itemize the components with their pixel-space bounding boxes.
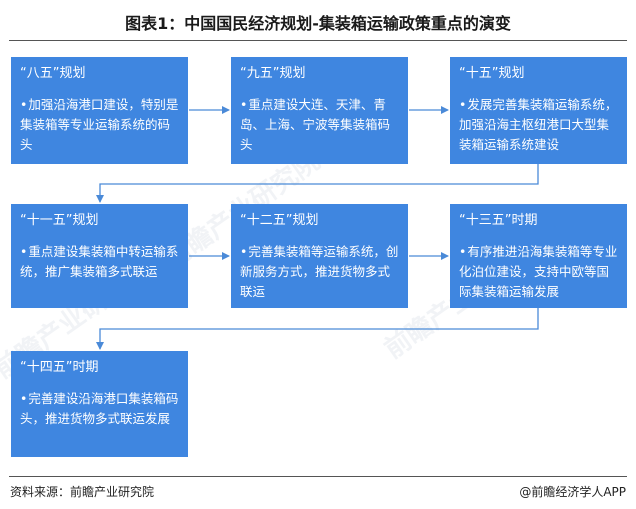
plan-description: 重点建设集装箱中转运输系统，推广集装箱多式联运 xyxy=(20,242,179,282)
plan-box-8th: “八五”规划 加强沿海港口建设，特别是集装箱等专业运输系统的码头 xyxy=(11,57,188,164)
plan-description: 完善建设沿海港口集装箱码头，推进货物多式联运发展 xyxy=(20,389,179,429)
plan-description: 发展完善集装箱运输系统，加强沿海主枢纽港口大型集装箱运输系统建设 xyxy=(459,95,618,155)
plan-period: “十二五”规划 xyxy=(240,213,319,228)
plan-description: 有序推进沿海集装箱等专业化泊位建设，支持中欧等国际集装箱运输发展 xyxy=(459,242,618,302)
plan-description: 重点建设大连、天津、青岛、上海、宁波等集装箱码头 xyxy=(240,95,399,155)
plan-description: 加强沿海港口建设，特别是集装箱等专业运输系统的码头 xyxy=(20,95,179,155)
top-rule xyxy=(9,40,627,41)
plan-description: 完善集装箱等运输系统，创新服务方式，推进货物多式联运 xyxy=(240,242,399,302)
bottom-rule xyxy=(9,476,627,477)
plan-box-10th: “十五”规划 发展完善集装箱运输系统，加强沿海主枢纽港口大型集装箱运输系统建设 xyxy=(450,57,627,164)
arrow-3-4 xyxy=(96,164,539,203)
plan-period: “九五”规划 xyxy=(240,66,306,81)
plan-period: “十三五”时期 xyxy=(459,213,538,228)
plan-period: “八五”规划 xyxy=(20,66,86,81)
plan-box-13th: “十三五”时期 有序推进沿海集装箱等专业化泊位建设，支持中欧等国际集装箱运输发展 xyxy=(450,204,627,308)
plan-box-9th: “九五”规划 重点建设大连、天津、青岛、上海、宁波等集装箱码头 xyxy=(231,57,408,164)
plan-box-11th: “十一五”规划 重点建设集装箱中转运输系统，推广集装箱多式联运 xyxy=(11,204,188,308)
plan-box-14th: “十四五”时期 完善建设沿海港口集装箱码头，推进货物多式联运发展 xyxy=(11,351,188,457)
source-note: 资料来源：前瞻产业研究院 xyxy=(10,485,155,499)
chart-title: 图表1：中国国民经济规划-集装箱运输政策重点的演变 xyxy=(125,14,511,33)
brand-credit: @前瞻经济学人APP xyxy=(519,485,626,499)
plan-box-12th: “十二五”规划 完善集装箱等运输系统，创新服务方式，推进货物多式联运 xyxy=(231,204,408,308)
plan-period: “十一五”规划 xyxy=(20,213,99,228)
plan-period: “十四五”时期 xyxy=(20,360,99,375)
arrow-6-7 xyxy=(96,308,539,350)
plan-period: “十五”规划 xyxy=(459,66,525,81)
